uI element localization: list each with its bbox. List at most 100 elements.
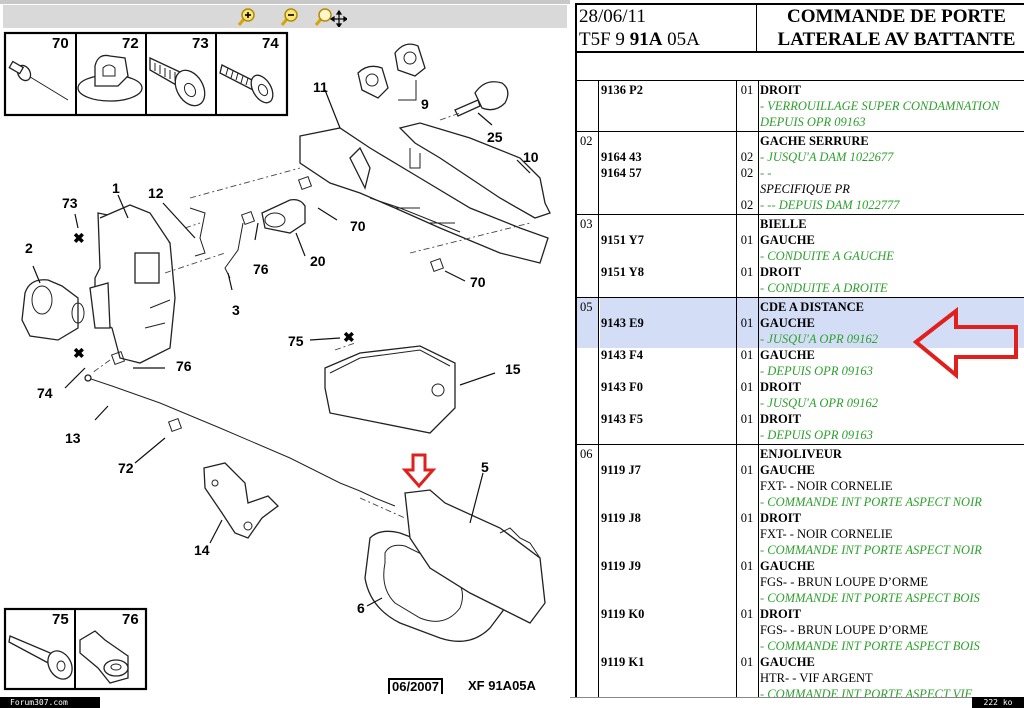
part-quantity: 02 xyxy=(740,166,754,180)
part-quantity: 01 xyxy=(740,511,754,525)
table-row[interactable]: - DEPUIS OPR 09163 xyxy=(577,427,1024,443)
assembly-line xyxy=(409,222,531,254)
zoom-in-button[interactable] xyxy=(236,7,256,27)
callout-15: 15 xyxy=(505,361,521,377)
interior-handle[interactable] xyxy=(364,489,546,642)
group-number xyxy=(577,81,599,131)
table-row[interactable]: - COMMANDE INT PORTE ASPECT BOIS xyxy=(577,638,1024,654)
table-row[interactable]: HTR- - VIF ARGENT xyxy=(577,670,1024,686)
part-quantity: 01 xyxy=(740,265,754,279)
part-description: - JUSQU'A OPR 09162 xyxy=(760,332,879,346)
part-description: DROIT xyxy=(760,83,801,97)
lock-assembly[interactable] xyxy=(89,204,176,364)
diagram-code: XF 91A05A xyxy=(468,678,536,693)
callout-9: 9 xyxy=(421,96,429,112)
leader-lines xyxy=(32,89,531,607)
part-description: SPECIFIQUE PR xyxy=(760,182,850,196)
table-row[interactable]: FGS- - BRUN LOUPE D’ORME xyxy=(577,574,1024,590)
table-row[interactable]: - VERROUILLAGE SUPER CONDAMNATION xyxy=(577,98,1024,114)
table-row[interactable]: - DEPUIS OPR 09163 xyxy=(577,363,1024,379)
part-description: FXT- - NOIR CORNELIE xyxy=(760,527,893,541)
table-row[interactable]: - COMMANDE INT PORTE ASPECT BOIS xyxy=(577,590,1024,606)
zoom-out-icon xyxy=(280,8,298,26)
group-number: 03 xyxy=(577,215,599,297)
watermark: Forum307.com xyxy=(0,697,100,708)
table-row[interactable]: BIELLE xyxy=(577,216,1024,232)
table-row[interactable]: - JUSQU'A OPR 09162 xyxy=(577,331,1024,347)
table-row[interactable]: - CONDUITE A GAUCHE xyxy=(577,248,1024,264)
table-row[interactable]: - COMMANDE INT PORTE ASPECT NOIR xyxy=(577,494,1024,510)
lock-covers[interactable] xyxy=(357,43,426,101)
part-description: - COMMANDE INT PORTE ASPECT NOIR xyxy=(760,543,982,557)
part-description: DROIT xyxy=(760,607,801,621)
table-row[interactable]: DEPUIS OPR 09163 xyxy=(577,114,1024,130)
table-row[interactable]: CDE A DISTANCE xyxy=(577,299,1024,315)
part-reference: 9119 K0 xyxy=(601,607,645,621)
diagram-pane: 70 72 73 74 xyxy=(0,0,570,708)
lock-barrel[interactable] xyxy=(261,198,306,234)
inset-label-72: 72 xyxy=(122,35,139,52)
zoom-pan-button[interactable] xyxy=(313,7,347,27)
callout-70-b: 70 xyxy=(470,274,486,290)
part-quantity: 01 xyxy=(740,412,754,426)
exterior-handle-frame[interactable] xyxy=(299,127,549,264)
title-line-2: LATERALE AV BATTANTE xyxy=(777,29,1016,50)
clip-icon xyxy=(77,54,143,102)
table-row[interactable]: FGS- - BRUN LOUPE D’ORME xyxy=(577,622,1024,638)
part-quantity: 01 xyxy=(740,380,754,394)
table-row[interactable]: GACHE SERRURE xyxy=(577,133,1024,149)
cable[interactable] xyxy=(84,374,396,507)
column-divider xyxy=(758,298,759,444)
callout-13: 13 xyxy=(65,430,81,446)
table-row[interactable]: 02- -- DEPUIS DAM 1022777 xyxy=(577,197,1024,213)
part-description: - -- DEPUIS DAM 1022777 xyxy=(760,198,900,212)
callout-76-b: 76 xyxy=(176,358,192,374)
striker[interactable] xyxy=(21,279,85,341)
zoom-out-button[interactable] xyxy=(279,7,299,27)
remote-control-rod[interactable] xyxy=(189,207,244,279)
part-quantity: 01 xyxy=(740,348,754,362)
trim-cover[interactable] xyxy=(324,345,456,434)
table-row[interactable]: FXT- - NOIR CORNELIE xyxy=(577,478,1024,494)
status-strip xyxy=(570,697,972,708)
callout-3: 3 xyxy=(232,302,240,318)
screw-marker: ✖ xyxy=(73,345,85,361)
inset-label-76: 76 xyxy=(122,611,139,628)
top-border xyxy=(0,0,570,4)
bolt-icon xyxy=(149,56,206,107)
title-line-1: COMMANDE DE PORTE xyxy=(787,6,1006,27)
part-reference: 9119 J8 xyxy=(601,511,641,525)
table-row[interactable]: - JUSQU'A OPR 09162 xyxy=(577,395,1024,411)
table-row[interactable]: - COMMANDE INT PORTE ASPECT NOIR xyxy=(577,542,1024,558)
part-quantity: 01 xyxy=(740,233,754,247)
table-row[interactable]: FXT- - NOIR CORNELIE xyxy=(577,526,1024,542)
table-row[interactable]: SPECIFIQUE PR xyxy=(577,181,1024,197)
diagram-date: 06/2007 xyxy=(388,678,443,694)
exterior-handle[interactable] xyxy=(398,122,551,219)
table-row[interactable]: ENJOLIVEUR xyxy=(577,446,1024,462)
parts-list-pane: 28/06/11 T5F 9 91A 05A COMMANDE DE PORTE… xyxy=(570,0,1024,708)
key[interactable] xyxy=(454,81,509,117)
callout-25: 25 xyxy=(487,129,503,145)
part-description: DROIT xyxy=(760,265,801,279)
exploded-diagram[interactable]: 70 72 73 74 xyxy=(0,28,570,693)
bracket[interactable] xyxy=(203,462,279,539)
table-row[interactable]: - CONDUITE A DROITE xyxy=(577,280,1024,296)
